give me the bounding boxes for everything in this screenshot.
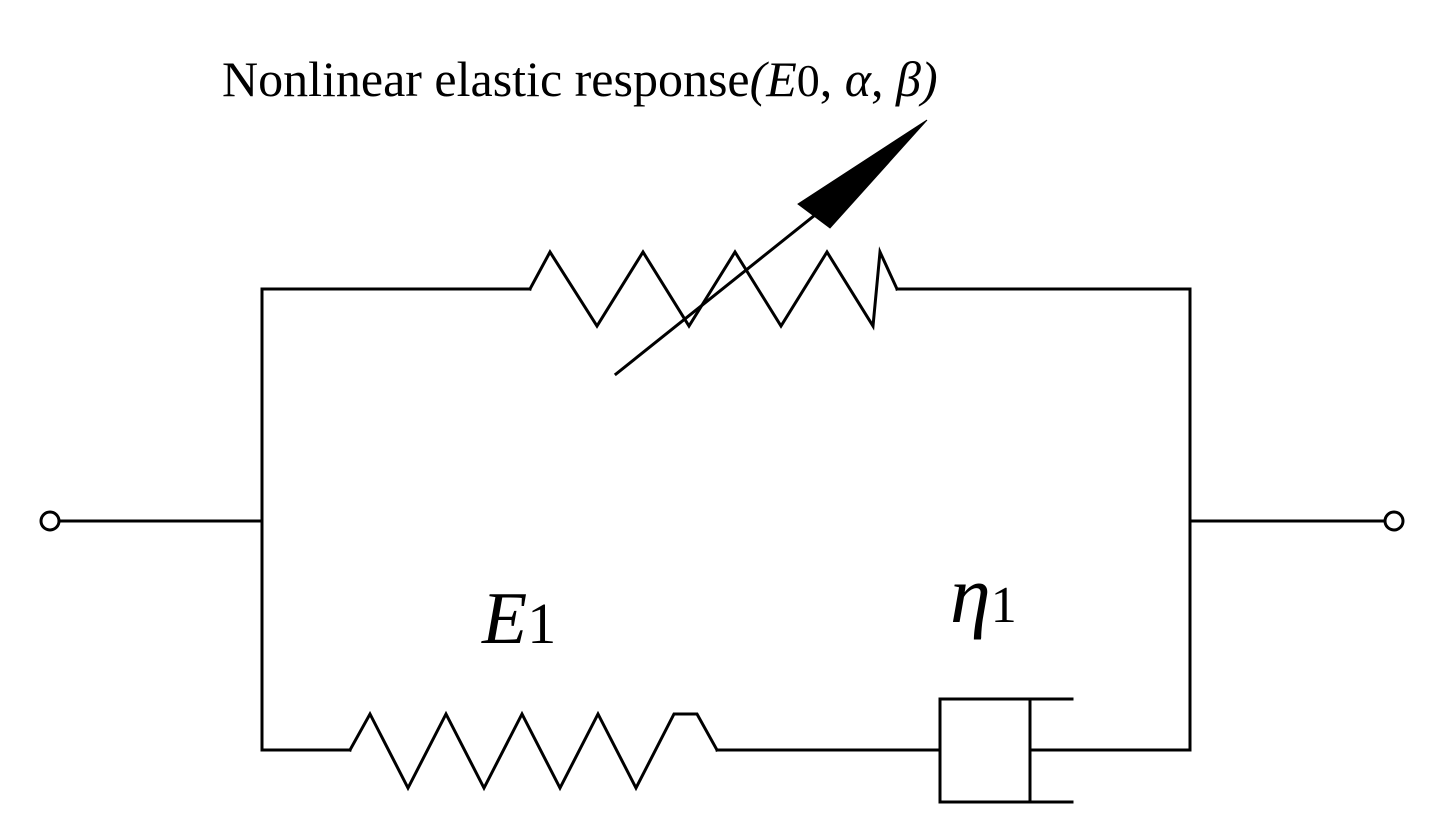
param-alpha-symbol: α [845,51,873,107]
param-separator-1: , [820,51,845,107]
nonlinear-spring-zigzag [527,246,899,331]
variable-arrow-shaft [613,212,818,377]
dashpot-eta1-subscript: 1 [991,577,1017,634]
left-terminal-node [39,510,61,532]
param-e0-symbol: E [765,51,797,107]
param-separator-2: , [871,51,896,107]
params-close-paren: ) [918,51,938,107]
caption-text: Nonlinear elastic response [222,51,750,107]
dashpot-eta1-label: η1 [950,549,1017,640]
spring-e1-label: E1 [481,578,556,660]
linear-spring-e1-zigzag [347,710,720,792]
dashpot-piston [938,697,1032,804]
spring-e1-subscript: 1 [527,591,556,656]
nonlinear-element-caption: Nonlinear elastic response(E0, α, β) [222,51,938,107]
right-terminal-node [1383,510,1405,532]
variable-arrow-head-icon [797,119,928,229]
params-open-paren: ( [750,51,770,107]
spring-e1-symbol: E [481,578,527,660]
dashpot-eta1-symbol: η [950,549,991,640]
param-beta-symbol: β [895,51,921,107]
param-e0-subscript: 0 [797,55,820,106]
